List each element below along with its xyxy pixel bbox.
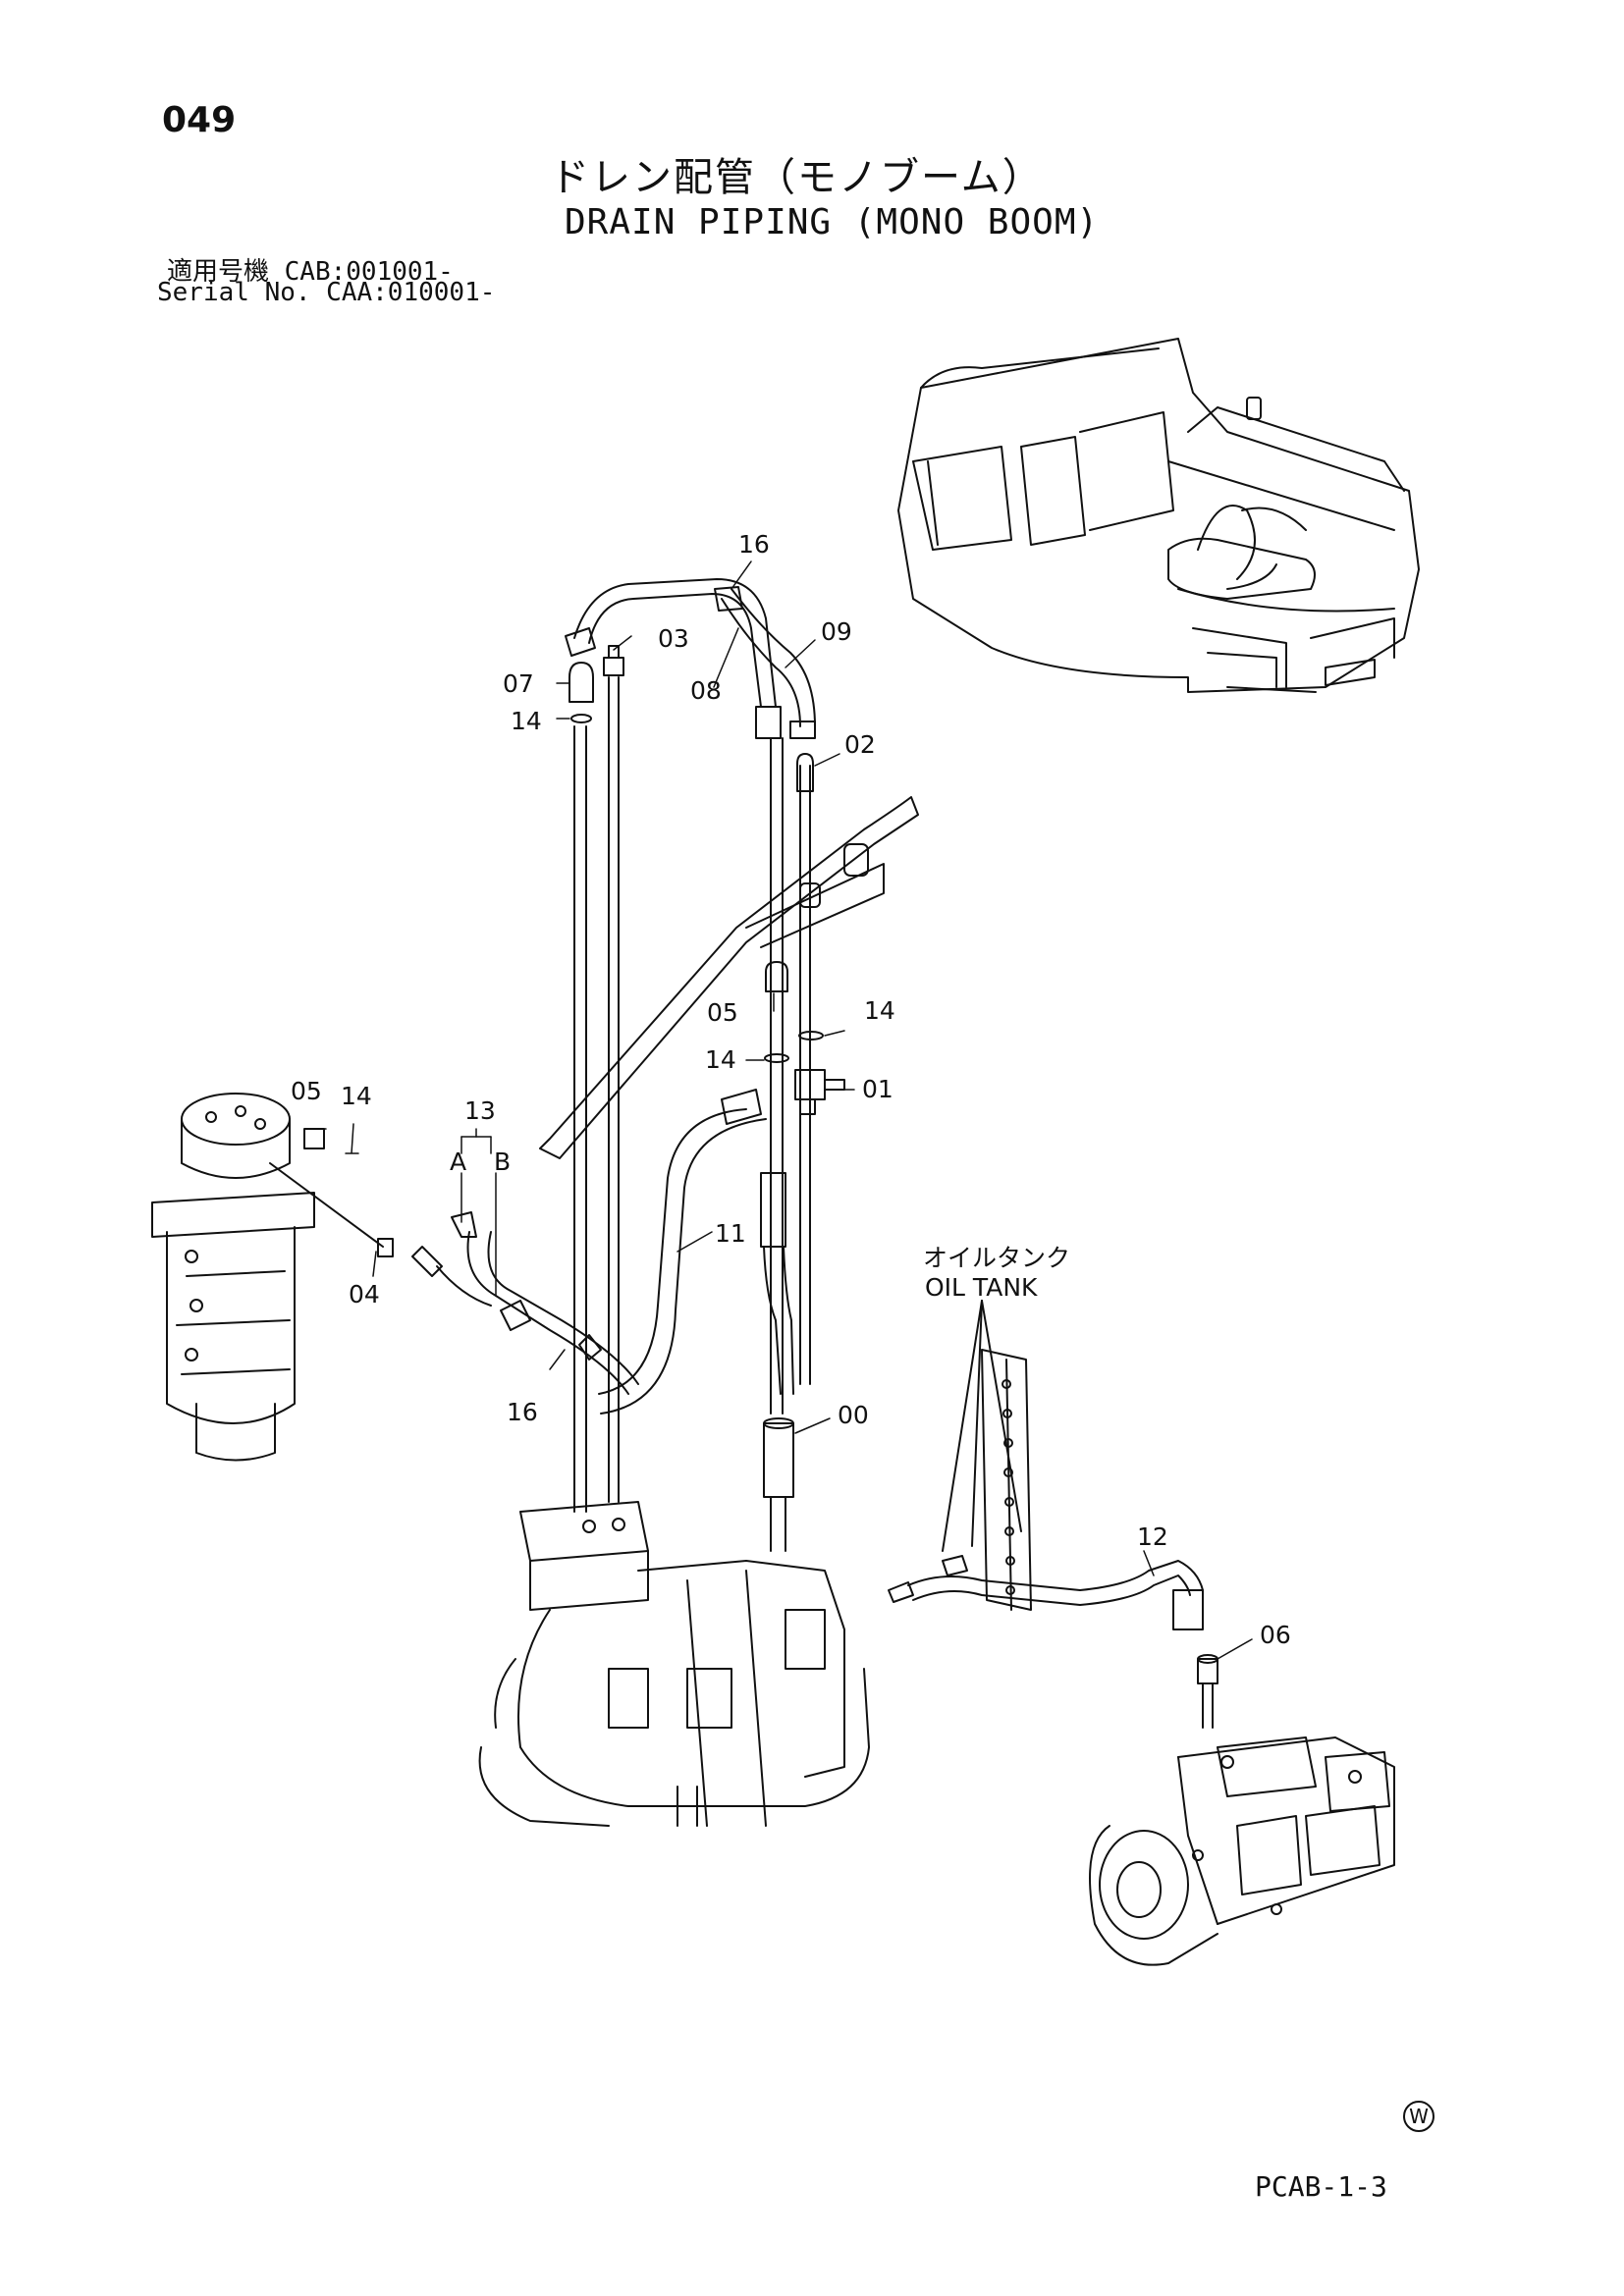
hose-11 [598, 1089, 794, 1415]
title-japanese: ドレン配管（モノブーム） [550, 155, 1044, 200]
boom-bracket [539, 796, 919, 1159]
callout-09: 09 [821, 617, 852, 646]
callout-00: 00 [838, 1401, 869, 1429]
callout-07: 07 [503, 669, 534, 698]
hose-12 [888, 1555, 1204, 1630]
callout-02: 02 [844, 730, 876, 759]
oil-tank-label-english: OIL TANK [925, 1273, 1038, 1302]
oil-tank-bracket [942, 1300, 1032, 1611]
title-english: DRAIN PIPING (MONO BOOM) [565, 202, 1100, 242]
callout-08: 08 [690, 676, 722, 705]
w-circle-mark: W [1403, 2101, 1435, 2132]
excavator-overview-drawing [897, 338, 1420, 693]
callout-13-a: A [450, 1148, 466, 1176]
right-vertical-pipe [763, 737, 845, 1552]
top-hose-assembly [565, 578, 816, 739]
callout-14-right: 14 [864, 996, 895, 1025]
callout-05-left: 05 [291, 1077, 322, 1105]
callout-04: 04 [349, 1280, 380, 1308]
callout-01: 01 [862, 1075, 893, 1103]
callout-16-top: 16 [738, 530, 770, 559]
callout-leaders [313, 561, 1253, 1660]
callout-14-center: 14 [705, 1045, 736, 1074]
swivel-joint [151, 1093, 394, 1462]
page-number: 049 [162, 100, 237, 140]
callout-13: 13 [464, 1096, 496, 1125]
callout-11: 11 [715, 1219, 746, 1248]
callout-14-top: 14 [511, 707, 542, 735]
callout-03: 03 [658, 624, 689, 653]
oil-tank-label-japanese: オイルタンク [923, 1244, 1070, 1272]
callout-05-center: 05 [707, 998, 738, 1027]
callout-06: 06 [1260, 1621, 1291, 1649]
main-pump [1089, 1654, 1395, 1966]
callout-13-b: B [494, 1148, 511, 1176]
left-vertical-pipe [568, 662, 594, 1513]
callout-16-bottom: 16 [507, 1398, 538, 1426]
sheet-code: PCAB-1-3 [1255, 2170, 1387, 2203]
callout-12: 12 [1137, 1522, 1168, 1551]
applicable-serial-japanese: 適用号機 CAB:001001- [167, 257, 454, 287]
callout-14-left: 14 [341, 1082, 372, 1110]
hose-13 [411, 1211, 639, 1395]
applicable-serial-english: Serial No. CAA:010001- [157, 278, 496, 307]
control-valve-assembly [478, 1501, 870, 1827]
callout-labels: 16 03 09 07 08 14 02 14 05 14 01 05 14 1… [291, 530, 1291, 1649]
